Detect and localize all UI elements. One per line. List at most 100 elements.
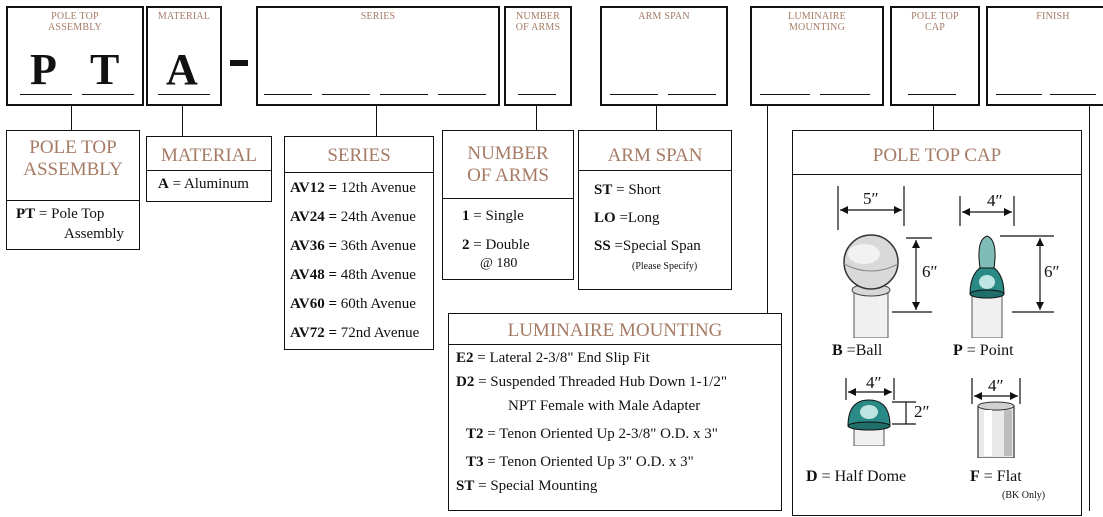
divider — [578, 170, 732, 171]
header-luminaire-mounting-label: LUMINAIRE MOUNTING — [788, 11, 846, 33]
half-dome-caption: D = Half Dome — [806, 468, 907, 485]
header-material-label: MATERIAL — [157, 11, 211, 22]
ball-cap-drawing — [837, 186, 932, 338]
luminaire-mounting-item: D2 = Suspended Threaded Hub Down 1-1/2" — [456, 374, 727, 390]
arm-span-note: (Please Specify) — [632, 261, 698, 272]
underline — [380, 94, 428, 95]
connector-line — [376, 106, 377, 136]
ball-height-dim: 6″ — [922, 262, 938, 281]
flat-note: (BK Only) — [1002, 490, 1046, 501]
header-material: MATERIAL A — [146, 6, 222, 106]
divider — [442, 198, 574, 199]
flat-caption: F = Flat — [970, 468, 1022, 485]
divider — [792, 174, 1082, 175]
series-item: AV12 = 12th Avenue — [290, 180, 416, 196]
luminaire-mounting-item: T2 = Tenon Oriented Up 2-3/8" O.D. x 3" — [466, 426, 718, 442]
series-item: AV60 = 60th Avenue — [290, 296, 416, 312]
underline — [264, 94, 312, 95]
connector-line — [656, 106, 657, 130]
header-pole-top-assembly: POLE TOP ASSEMBLY P T — [6, 6, 144, 106]
letter-a: A — [166, 45, 198, 94]
luminaire-mounting-item: NPT Female with Male Adapter — [508, 398, 701, 414]
number-of-arms-box: NUMBER OF ARMS — [442, 130, 574, 280]
series-item: AV36 = 36th Avenue — [290, 238, 416, 254]
connector-line — [182, 106, 183, 136]
connector-line — [933, 106, 934, 130]
number-of-arms-item: 1 = Single — [462, 208, 524, 224]
divider — [6, 200, 140, 201]
pole-top-cap-box: POLE TOP CAP — [792, 130, 1082, 516]
divider — [146, 170, 272, 171]
half-dome-cap-drawing — [845, 378, 916, 446]
arm-span-item: ST = Short — [594, 182, 661, 198]
header-pole-top-cap-label: POLE TOP CAP — [911, 11, 959, 33]
number-of-arms-note: @ 180 — [480, 256, 518, 271]
number-of-arms-title: NUMBER — [467, 143, 549, 164]
material-item: A = Aluminum — [158, 176, 249, 192]
underline — [322, 94, 370, 95]
series-box: SERIES — [284, 136, 434, 350]
luminaire-mounting-box: LUMINAIRE MOUNTING — [448, 313, 782, 511]
underline — [760, 94, 810, 95]
pole-top-assembly-item-cont: Assembly — [64, 226, 124, 242]
series-item: AV72 = 72nd Avenue — [290, 325, 420, 341]
number-of-arms-title: OF ARMS — [467, 165, 549, 186]
header-finish: FINISH — [986, 6, 1103, 106]
underline — [82, 94, 134, 95]
connector-line — [536, 106, 537, 130]
header-pole-top-cap: POLE TOP CAP — [890, 6, 980, 106]
half-dome-height-dim: 2″ — [914, 402, 930, 421]
series-title: SERIES — [327, 145, 391, 166]
underline — [1050, 94, 1096, 95]
ball-caption: B =Ball — [832, 342, 883, 359]
half-dome-width-dim: 4″ — [866, 373, 882, 392]
luminaire-mounting-item: ST = Special Mounting — [456, 478, 598, 494]
material-title: MATERIAL — [160, 145, 258, 166]
luminaire-mounting-title: LUMINAIRE MOUNTING — [507, 320, 723, 341]
pole-top-assembly-item: PT = Pole Top — [16, 206, 105, 222]
flat-cap-drawing — [971, 378, 1021, 458]
series-item: AV48 = 48th Avenue — [290, 267, 416, 283]
flat-width-dim: 4″ — [988, 376, 1004, 395]
header-series: SERIES — [256, 6, 500, 106]
underline — [820, 94, 870, 95]
pole-top-assembly-box: POLE TOP ASSEMBLY — [6, 130, 140, 250]
point-height-dim: 6″ — [1044, 262, 1060, 281]
connector-line — [767, 106, 768, 313]
header-arm-span-label: ARM SPAN — [638, 11, 690, 22]
divider — [284, 172, 434, 173]
underline — [996, 94, 1042, 95]
pole-top-assembly-title: POLE TOP — [29, 137, 117, 158]
header-finish-label: FINISH — [1036, 11, 1070, 22]
letter-p: P — [30, 45, 57, 94]
header-luminaire-mounting: LUMINAIRE MOUNTING — [750, 6, 884, 106]
underline — [610, 94, 658, 95]
number-of-arms-item: 2 = Double — [462, 237, 530, 253]
pole-top-cap-title: POLE TOP CAP — [872, 145, 1002, 166]
header-series-label: SERIES — [360, 11, 396, 22]
underline — [158, 94, 210, 95]
underline — [20, 94, 72, 95]
underline — [908, 94, 956, 95]
header-pole-top-assembly-label: POLE TOP ASSEMBLY — [48, 11, 102, 33]
separator-dash — [230, 60, 248, 66]
letter-t: T — [90, 45, 120, 94]
point-cap-drawing — [959, 196, 1054, 338]
connector-line — [1089, 106, 1090, 511]
connector-line — [71, 106, 72, 130]
underline — [438, 94, 486, 95]
pole-top-assembly-title: ASSEMBLY — [23, 159, 123, 180]
material-box: MATERIAL — [146, 136, 272, 202]
arm-span-title: ARM SPAN — [607, 145, 703, 166]
header-arm-span: ARM SPAN — [600, 6, 728, 106]
arm-span-item: LO =Long — [594, 210, 660, 226]
luminaire-mounting-item: E2 = Lateral 2-3/8" End Slip Fit — [456, 350, 650, 366]
series-item: AV24 = 24th Avenue — [290, 209, 416, 225]
header-number-of-arms: NUMBER OF ARMS — [504, 6, 572, 106]
point-caption: P = Point — [953, 342, 1014, 359]
underline — [518, 94, 556, 95]
divider — [448, 344, 782, 345]
ball-width-dim: 5″ — [863, 189, 879, 208]
luminaire-mounting-item: T3 = Tenon Oriented Up 3" O.D. x 3" — [466, 454, 694, 470]
arm-span-item: SS =Special Span — [594, 238, 701, 254]
